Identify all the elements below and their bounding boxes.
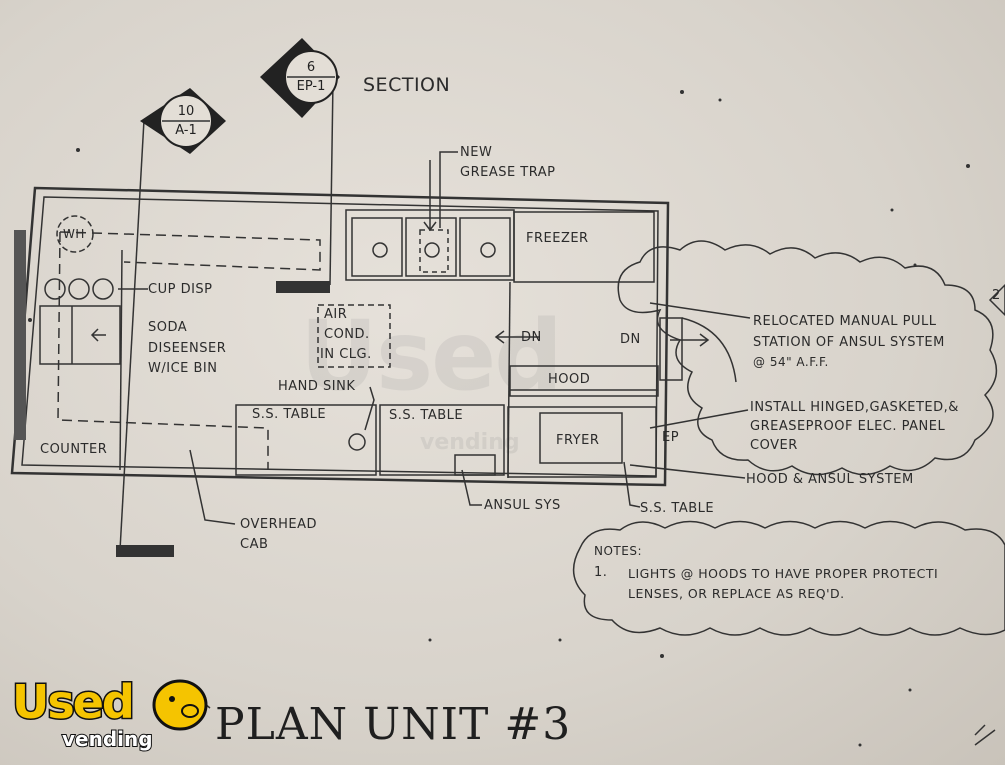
section-line-a: [119, 119, 145, 551]
grease-trap-outline: [419, 229, 449, 273]
soda-dispenser-box: [39, 305, 121, 365]
fryer-box: [539, 412, 623, 464]
logo-pig-icon: [152, 679, 208, 731]
watermark-subtext: vending: [420, 430, 520, 455]
drain-2: [424, 242, 440, 258]
section-marker-10-number: 10: [177, 104, 195, 119]
cup-disp-label: CUP DISP: [148, 282, 213, 297]
ss-table-2-label: S.S. TABLE: [389, 408, 464, 423]
wall-hatch-left: [14, 230, 26, 440]
section-end-a: [116, 545, 174, 557]
soda-label-1: SODA: [148, 320, 188, 335]
install-callout-3: COVER: [750, 438, 798, 453]
fryer-label: FRYER: [556, 433, 600, 448]
cup-disp-2: [68, 278, 90, 300]
plan-title: PLAN UNIT #3: [215, 699, 572, 750]
notes-line-2: LENSES, OR REPLACE AS REQ'D.: [628, 586, 845, 601]
cup-disp-3: [92, 278, 114, 300]
new-grease-trap-label-2: GREASE TRAP: [460, 165, 556, 180]
soda-label-3: W/ICE BIN: [148, 361, 218, 376]
air-cond-label-2: COND.: [324, 327, 370, 342]
overhead-cab-label-2: CAB: [240, 537, 269, 552]
ss-table-3-label: S.S. TABLE: [640, 501, 715, 516]
freezer-label: FREEZER: [526, 231, 589, 246]
air-cond-label-3: IN CLG.: [320, 347, 372, 362]
section-marker-6-number: 6: [306, 60, 316, 75]
notes-cloud: [572, 520, 1005, 636]
section-marker-10-sheet: A-1: [175, 123, 197, 138]
hand-sink-bowl: [348, 433, 366, 451]
hand-sink-label: HAND SINK: [278, 379, 356, 394]
sink-bowl-3: [459, 217, 511, 277]
ansul-sys-label: ANSUL SYS: [484, 498, 561, 513]
section-label: SECTION: [363, 74, 451, 96]
hood-box: [509, 365, 659, 397]
relocated-callout-3: @ 54" A.F.F.: [753, 355, 829, 369]
overhead-cab-label-1: OVERHEAD: [240, 517, 318, 532]
water-heater-label: WH: [63, 227, 85, 241]
overhead-cab-lower: [57, 231, 269, 470]
overhead-leader: [189, 449, 236, 525]
counter-line: [119, 249, 123, 471]
sink-bowl-1: [351, 217, 403, 277]
sink-bowl-2: [405, 217, 457, 277]
notes-item-number: 1.: [594, 565, 608, 580]
door-frame: [659, 317, 683, 381]
overhead-cab-upper: [59, 231, 321, 271]
install-callout-2: GREASEPROOF ELEC. PANEL: [750, 419, 946, 434]
hood-label: HOOD: [548, 372, 591, 387]
hood-ansul-callout: HOOD & ANSUL SYSTEM: [746, 472, 914, 487]
section-marker-6-sheet: EP-1: [296, 79, 326, 94]
soda-label-2: DISEENSER: [148, 341, 227, 356]
drain-1: [372, 242, 388, 258]
edge-number-label: 2: [992, 288, 1001, 303]
watermark-text: Used: [300, 300, 563, 412]
install-callout-1: INSTALL HINGED,GASKETED,&: [750, 400, 959, 415]
logo-used-text: Used: [11, 674, 137, 731]
ansul-box: [454, 454, 496, 476]
new-grease-trap-label-1: NEW: [460, 145, 493, 160]
air-cond-label-1: AIR: [324, 307, 348, 322]
dn-right-label: DN: [620, 332, 641, 347]
cup-disp-1: [44, 278, 66, 300]
air-conditioner-outline: [317, 304, 391, 368]
relocated-callout-2: STATION OF ANSUL SYSTEM: [753, 335, 945, 350]
dn-center-label: DN: [521, 330, 542, 345]
ss-table-2-box: [379, 404, 505, 476]
water-heater: [56, 215, 94, 253]
used-vending-logo: Used vending: [8, 674, 208, 760]
ep-label: EP: [662, 430, 680, 445]
counter-label: COUNTER: [40, 442, 108, 457]
notes-line-1: LIGHTS @ HOODS TO HAVE PROPER PROTECTI: [628, 566, 939, 581]
ss-table-3-box: [507, 406, 657, 478]
door-swing: [681, 317, 737, 383]
section-line-b: [329, 79, 334, 286]
logo-vending-text: vending: [61, 726, 154, 752]
freezer-box: [513, 211, 655, 283]
drain-3: [480, 242, 496, 258]
section-end-b: [276, 281, 330, 293]
callout-cloud: [617, 240, 998, 476]
ss-table-1-box: [235, 404, 377, 476]
relocated-callout-1: RELOCATED MANUAL PULL: [753, 314, 937, 329]
notes-heading: NOTES:: [594, 544, 642, 558]
ss-table-1-label: S.S. TABLE: [252, 407, 327, 422]
